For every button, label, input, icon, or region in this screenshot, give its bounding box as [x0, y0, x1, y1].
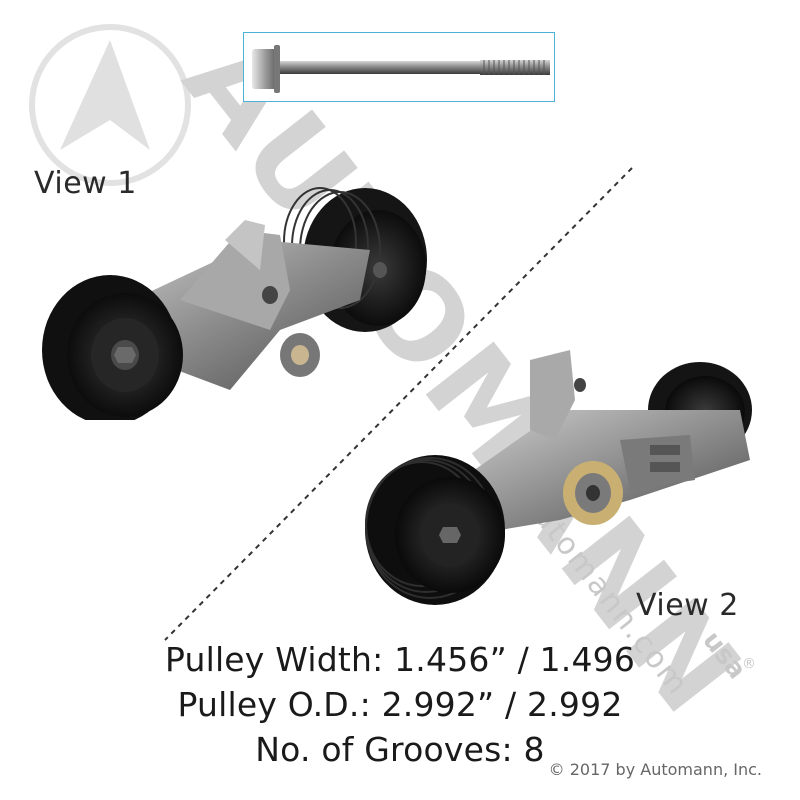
copyright-notice: © 2017 by Automann, Inc.: [548, 760, 762, 779]
tensioner-view-2-image: [365, 350, 752, 605]
view-1-label: View 1: [34, 166, 137, 201]
pulley-od-spec: Pulley O.D.: 2.992” / 2.992: [177, 685, 623, 724]
grooves-spec: No. of Grooves: 8: [255, 730, 545, 769]
bolt-image-frame: [243, 32, 555, 102]
bolt-icon: [252, 45, 550, 93]
view-2-label: View 2: [636, 588, 739, 623]
pulley-width-spec: Pulley Width: 1.456” / 1.496: [164, 640, 636, 679]
tensioner-view-1-image: [42, 187, 427, 420]
